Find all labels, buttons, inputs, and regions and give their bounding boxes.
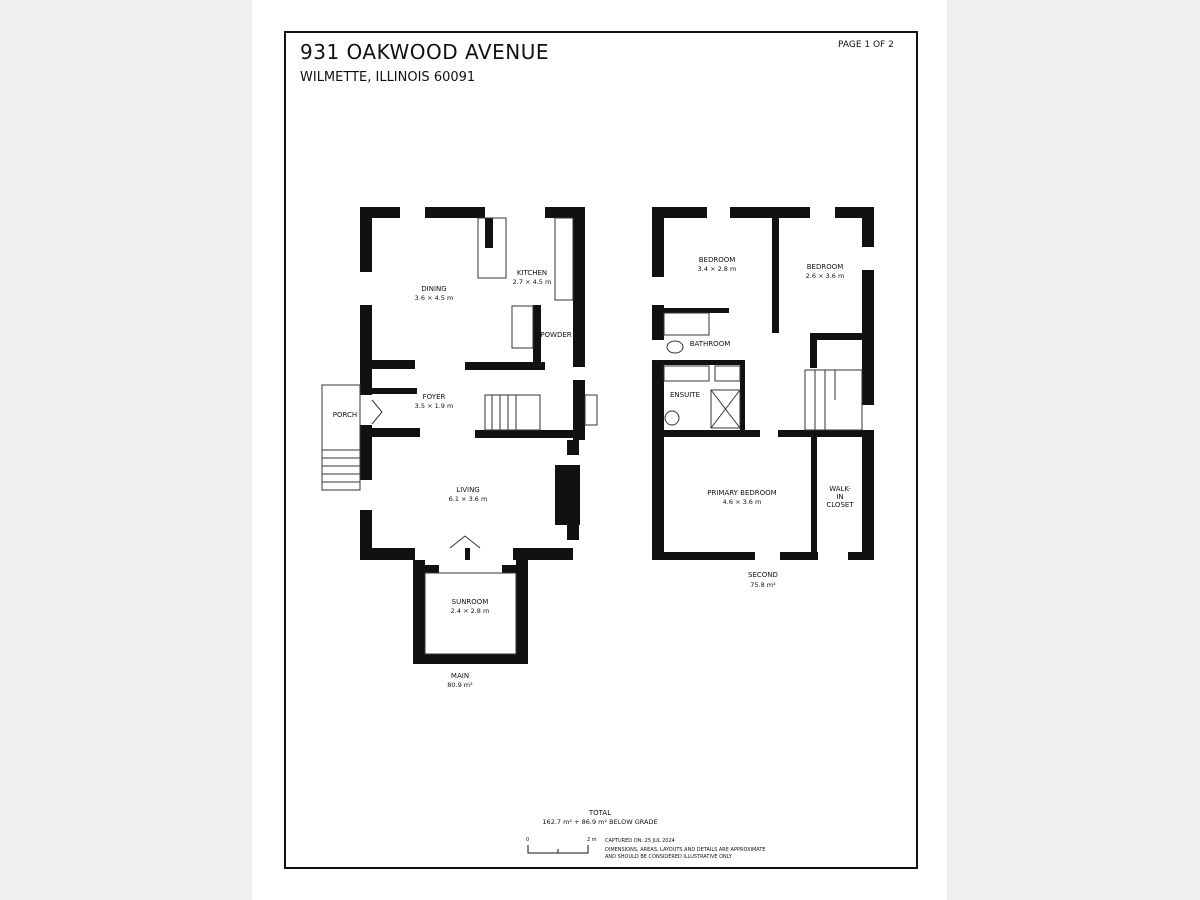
disclaimer-line-2: AND SHOULD BE CONSIDERED ILLUSTRATIVE ON… bbox=[605, 854, 733, 860]
room-label-walk-in-2: IN bbox=[836, 493, 843, 501]
scale-end: 2 m bbox=[587, 837, 597, 843]
main-floor-fixtures bbox=[321, 217, 598, 655]
city-subtitle: WILMETTE, ILLINOIS 60091 bbox=[300, 70, 476, 85]
main-floor-plan bbox=[360, 207, 585, 664]
room-label-dining: DINING bbox=[421, 285, 446, 293]
second-floor-plan bbox=[652, 207, 874, 560]
room-label-powder: POWDER bbox=[540, 331, 571, 339]
room-label-bedroom-1: BEDROOM bbox=[699, 256, 736, 264]
address-title: 931 OAKWOOD AVENUE bbox=[300, 40, 549, 64]
second-floor-fixtures bbox=[663, 312, 863, 431]
room-label-bedroom-2: BEDROOM bbox=[807, 263, 844, 271]
room-dims-bedroom-2: 2.6 × 3.6 m bbox=[806, 272, 845, 280]
scale-bar bbox=[527, 845, 589, 854]
total-value: 162.7 m² + 86.9 m² BELOW GRADE bbox=[542, 818, 657, 826]
floor-area-second: 75.8 m² bbox=[750, 581, 776, 589]
room-dims-living: 6.1 × 3.6 m bbox=[449, 495, 488, 503]
room-label-porch: PORCH bbox=[333, 411, 357, 419]
room-label-kitchen: KITCHEN bbox=[517, 269, 547, 277]
room-dims-primary-bedroom: 4.6 × 3.6 m bbox=[723, 498, 762, 506]
room-label-primary-bedroom: PRIMARY BEDROOM bbox=[707, 489, 776, 497]
room-label-walk-in-3: CLOSET bbox=[826, 501, 854, 509]
floor-name-main: MAIN bbox=[451, 672, 469, 680]
captured-date: CAPTURED ON: 25 JUL 2024 bbox=[605, 838, 675, 844]
page-number: PAGE 1 OF 2 bbox=[838, 40, 894, 50]
room-label-bathroom: BATHROOM bbox=[690, 340, 731, 348]
room-label-living: LIVING bbox=[456, 486, 479, 494]
room-dims-sunroom: 2.4 × 2.8 m bbox=[451, 607, 490, 615]
room-dims-foyer: 3.5 × 1.9 m bbox=[415, 402, 454, 410]
room-label-walk-in-1: WALK- bbox=[829, 485, 851, 493]
room-dims-bedroom-1: 3.4 × 2.8 m bbox=[698, 265, 737, 273]
total-label: TOTAL bbox=[588, 809, 611, 817]
floor-area-main: 80.9 m² bbox=[447, 681, 473, 689]
room-label-sunroom: SUNROOM bbox=[452, 598, 489, 606]
page-frame bbox=[284, 31, 918, 869]
room-dims-dining: 3.6 × 4.5 m bbox=[415, 294, 454, 302]
disclaimer-line-1: DIMENSIONS, AREAS, LAYOUTS AND DETAILS A… bbox=[605, 847, 766, 853]
room-label-foyer: FOYER bbox=[423, 393, 446, 401]
scale-start: 0 bbox=[526, 837, 529, 843]
room-label-ensuite: ENSUITE bbox=[670, 391, 700, 399]
floor-name-second: SECOND bbox=[748, 571, 778, 579]
room-dims-kitchen: 2.7 × 4.5 m bbox=[513, 278, 552, 286]
